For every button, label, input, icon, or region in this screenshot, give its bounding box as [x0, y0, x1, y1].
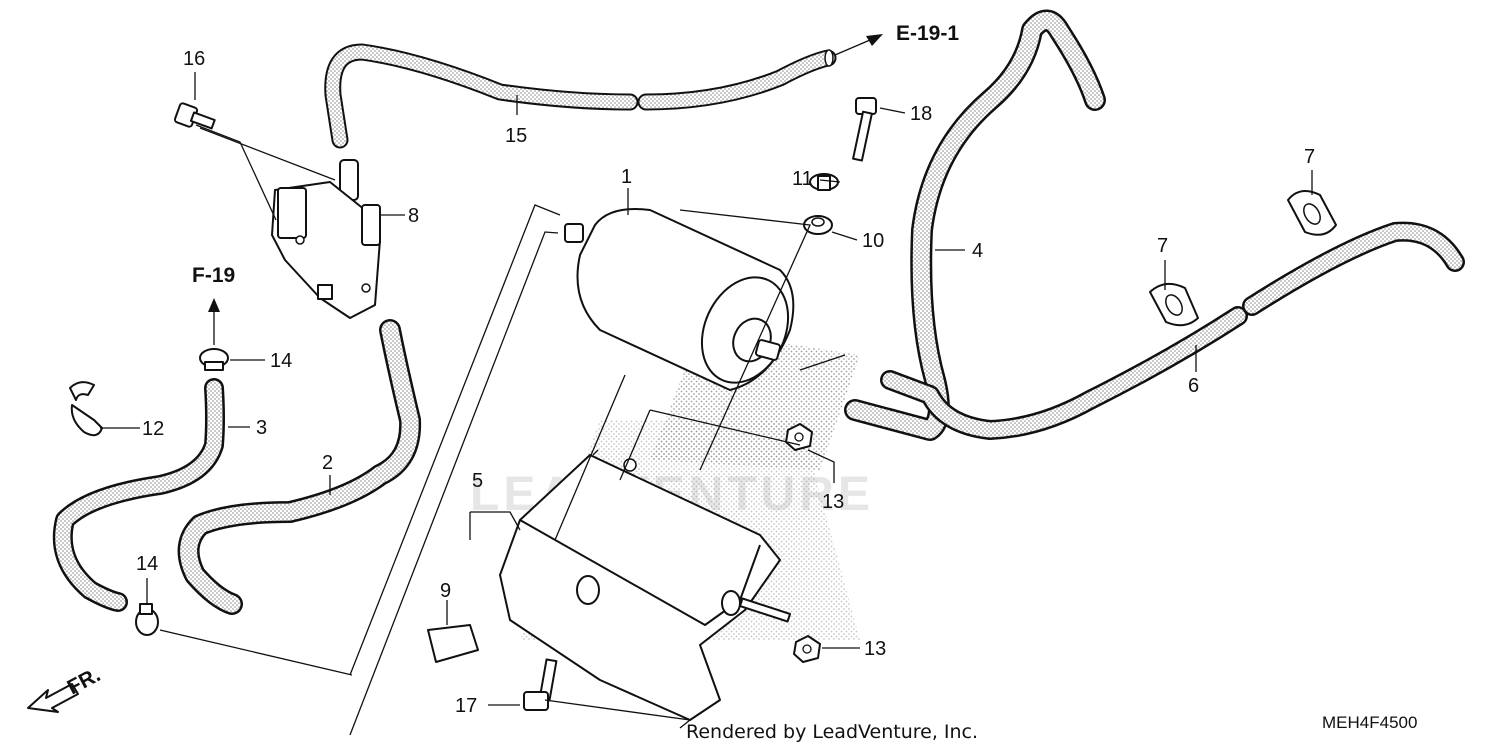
callout-9: 9 — [440, 580, 451, 602]
callout-11: 11 — [792, 168, 813, 190]
callout-3: 3 — [256, 417, 267, 439]
callout-10: 10 — [862, 230, 884, 252]
diagram-code: MEH4F4500 — [1322, 713, 1417, 732]
hose-4 — [844, 9, 1106, 441]
clip-7-lower — [1149, 282, 1199, 327]
callout-1: 1 — [621, 166, 632, 188]
reference-e-19-1: E-19-1 — [896, 22, 959, 45]
nut-13-lower — [738, 597, 821, 663]
callout-2: 2 — [322, 452, 333, 474]
callout-8: 8 — [408, 205, 419, 227]
callout-7-lower: 7 — [1157, 235, 1168, 257]
clamp-14-upper — [199, 348, 229, 371]
clamp-14-lower — [135, 603, 159, 636]
purge-control-valve-8 — [271, 159, 381, 319]
front-direction-arrow: FR. — [27, 663, 104, 713]
bolt-16 — [173, 102, 216, 130]
canister-bracket-5 — [499, 454, 781, 721]
bolt-17 — [523, 658, 558, 711]
callout-18: 18 — [910, 103, 932, 125]
callout-14-upper: 14 — [270, 350, 292, 372]
callout-13-lower: 13 — [864, 638, 886, 660]
collar-11 — [809, 173, 839, 191]
hose-2 — [177, 319, 422, 615]
clamp-12 — [69, 381, 103, 437]
callout-13-upper: 13 — [822, 491, 844, 513]
callout-12: 12 — [142, 418, 164, 440]
hose-3 — [52, 378, 225, 612]
callout-15: 15 — [505, 125, 527, 147]
hose-15 — [324, 43, 837, 149]
reference-f-19: F-19 — [192, 264, 235, 287]
leader-lines — [100, 34, 1313, 736]
hose-6 — [880, 221, 1465, 440]
callout-4: 4 — [972, 240, 983, 262]
callout-16: 16 — [183, 48, 205, 70]
bolt-18 — [852, 97, 877, 162]
callout-14-lower: 14 — [136, 553, 158, 575]
evap-canister-1 — [564, 208, 795, 391]
callout-numbers: 1 2 3 4 5 6 7 7 8 9 10 11 12 13 13 14 14… — [136, 48, 1315, 717]
callout-5: 5 — [472, 470, 483, 492]
clip-7-upper — [1287, 190, 1337, 236]
callout-7-upper: 7 — [1304, 146, 1315, 168]
callout-17: 17 — [455, 695, 477, 717]
footer-credit: Rendered by LeadVenture, Inc. — [686, 721, 978, 743]
grommet-10 — [803, 215, 833, 235]
cushion-9 — [427, 624, 479, 663]
callout-6: 6 — [1188, 375, 1199, 397]
